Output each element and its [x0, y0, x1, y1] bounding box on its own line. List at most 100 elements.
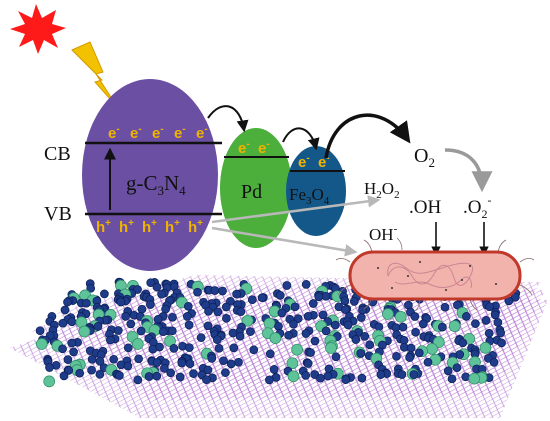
electron: e-	[258, 139, 270, 157]
fe3o4-nanoparticle	[214, 343, 224, 353]
fe3o4-nanoparticle	[314, 292, 324, 302]
fe3o4-nanoparticle	[275, 291, 285, 300]
bacterium-icon	[335, 237, 535, 312]
cb-label: CB	[44, 143, 71, 165]
fe3o4-nanoparticle	[306, 348, 315, 357]
fe3o4-nanoparticle	[493, 318, 503, 327]
fe3o4-nanoparticle	[126, 319, 136, 329]
fe3o4-nanoparticle	[218, 286, 227, 296]
fe3o4-nanoparticle	[64, 366, 74, 375]
fe3o4-nanoparticle	[310, 336, 320, 346]
fe3o4-nanoparticle	[45, 363, 54, 372]
electron: e-	[238, 139, 250, 157]
fe3o4-nanoparticle	[58, 318, 68, 328]
fe3o4-nanoparticle	[167, 326, 177, 336]
fe3o4-nanoparticle	[471, 319, 480, 328]
fe3o4-nanoparticle	[409, 370, 419, 379]
fe3o4-nanoparticle	[274, 321, 283, 331]
hole: h+	[96, 218, 111, 236]
hole: h+	[142, 218, 157, 236]
pd-electrons: e-e-	[238, 139, 270, 157]
fe3o4-nanoparticle	[246, 327, 255, 336]
fe3o4-nanoparticle	[144, 372, 154, 381]
fe3o4-nanoparticle	[235, 331, 245, 341]
fe3o4-nanoparticle	[447, 374, 457, 384]
fe3o4-nanoparticle	[406, 343, 416, 353]
fe3o4-nanoparticle	[443, 366, 453, 376]
electron: e-	[174, 124, 186, 142]
fe3o4-nanoparticle	[247, 295, 257, 305]
electron: e-	[196, 124, 208, 142]
pd-nanoparticle	[468, 372, 481, 385]
fe3o4-nanoparticle	[343, 320, 353, 330]
fe3o4-nanoparticle	[168, 312, 177, 322]
fe3o4-nanoparticle	[87, 354, 97, 364]
fe3o4-nanoparticle	[249, 345, 259, 355]
fe3o4-nanoparticle	[331, 352, 341, 362]
fe3o4-nanoparticle	[116, 297, 126, 307]
fe3o4-nanoparticle	[341, 305, 350, 314]
fe3o4-nanoparticle	[137, 304, 147, 314]
fe3o4-nanoparticle	[196, 333, 206, 342]
fe3o4-nanoparticle	[148, 344, 158, 354]
fe3o4-nanoparticle	[86, 283, 96, 293]
fe3o4-nanoparticle	[341, 375, 351, 385]
fe3o4-nanoparticle	[113, 326, 123, 335]
fe3o4-nanoparticle	[169, 344, 179, 353]
fe3o4-nanoparticle	[152, 282, 162, 292]
fe3o4-nanoparticle	[35, 326, 45, 336]
electron: e-	[298, 153, 310, 171]
fe3o4-nanoparticle	[123, 361, 133, 371]
fe3o4-nanoparticle	[440, 302, 450, 312]
fe3o4-nanoparticle	[405, 353, 414, 362]
fe3o4-nanoparticle	[321, 326, 331, 336]
fe3o4-nanoparticle	[489, 357, 499, 367]
fe3o4-nanoparticle	[158, 327, 168, 337]
hole: h+	[119, 218, 134, 236]
fe3o4-nanoparticle	[265, 349, 275, 359]
pd-nanoparticle	[269, 332, 282, 344]
fe3o4-nanoparticle	[109, 354, 119, 364]
fe3o4-nanoparticle	[193, 287, 202, 297]
fe3o4-nanoparticle	[481, 316, 491, 325]
fe3o4-nanoparticle	[75, 368, 85, 378]
fe3o4-nanoparticle	[461, 372, 471, 382]
fe3o4-nanoparticle	[60, 305, 70, 315]
fe3o4-nanoparticle	[210, 286, 220, 295]
fe3o4-nanoparticle	[236, 307, 246, 317]
o2-label: O2	[414, 145, 435, 170]
fe3o4-nanoparticle	[282, 281, 292, 290]
fe3o4-nanoparticle	[203, 321, 213, 331]
gcn-holes: h+h+h+h+h+	[96, 218, 203, 236]
fe3o4-nanoparticle	[490, 310, 500, 320]
fe3o4-nanoparticle	[284, 330, 293, 340]
fe3o4-nanoparticle	[115, 371, 124, 380]
electron: e-	[318, 153, 330, 171]
fe3o4-nanoparticle	[349, 297, 359, 306]
fe3o4-nanoparticle	[303, 311, 313, 321]
fe3o4-nanoparticle	[153, 314, 163, 324]
fe3o4-nanoparticle	[423, 357, 433, 367]
fe3o4-nanoparticle	[184, 320, 194, 330]
fe3o4-nanoparticle	[356, 348, 366, 358]
fe3o4-nanoparticle	[453, 300, 462, 310]
lightning-icon	[71, 41, 119, 109]
pd-nanoparticle	[263, 317, 276, 330]
fe3o4-nanoparticle	[229, 343, 239, 353]
fe3o4-nanoparticle	[146, 300, 155, 309]
fe3o4-nanoparticle	[277, 308, 287, 318]
fe3o4-nanoparticle	[452, 363, 462, 373]
fe3o4-nanoparticle	[146, 278, 156, 288]
pd-nanoparticle	[291, 343, 303, 356]
fe3o4-nanoparticle	[207, 354, 217, 363]
fe3o4-nanoparticle	[374, 322, 384, 332]
fe3o4-nanoparticle	[157, 289, 166, 299]
pd-nanoparticle	[325, 342, 337, 354]
fe3o4-nanoparticle	[376, 370, 386, 379]
fe3o4-nanoparticle	[152, 358, 162, 367]
fe3o4-nanoparticle	[316, 373, 325, 383]
fe3o4-nanoparticle	[462, 312, 471, 321]
vb-label: VB	[44, 203, 72, 225]
fe3o4-nanoparticle	[59, 371, 69, 381]
